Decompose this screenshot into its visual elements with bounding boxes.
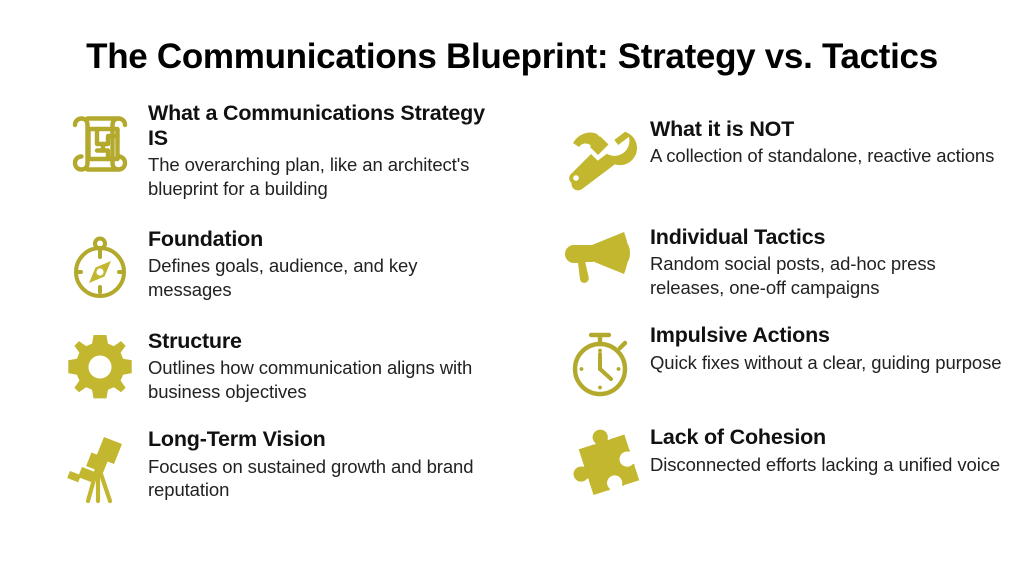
puzzle-piece-icon	[554, 425, 650, 503]
compass-icon	[52, 227, 148, 305]
item-description: Disconnected efforts lacking a unified v…	[650, 453, 1001, 475]
item-description: Focuses on sustained growth and brand re…	[148, 455, 474, 501]
list-item: Structure Outlines how communication ali…	[52, 329, 488, 404]
stopwatch-icon	[554, 323, 650, 401]
page-title: The Communications Blueprint: Strategy v…	[86, 37, 938, 76]
gear-icon	[52, 329, 148, 401]
item-texts: Foundation Defines goals, audience, and …	[148, 227, 488, 302]
list-item: Impulsive Actions Quick fixes without a …	[554, 323, 1006, 401]
item-description: Outlines how communication aligns with b…	[148, 356, 473, 402]
item-texts: Long-Term Vision Focuses on sustained gr…	[148, 427, 488, 502]
telescope-icon	[52, 427, 148, 507]
blueprint-icon	[52, 101, 148, 183]
item-description: A collection of standalone, reactive act…	[650, 144, 995, 166]
hammer-wrench-icon	[554, 117, 650, 199]
left-column: What a Communications Strategy IS The ov…	[0, 99, 512, 532]
item-description: The overarching plan, like an architect'…	[148, 154, 470, 199]
right-column: What it is NOT A collection of standalon…	[512, 115, 1024, 532]
item-texts: What a Communications Strategy IS The ov…	[148, 101, 488, 201]
megaphone-icon	[554, 225, 650, 295]
item-title: What it is NOT	[650, 116, 795, 141]
item-texts: What it is NOT A collection of standalon…	[650, 117, 1006, 168]
item-title: Lack of Cohesion	[650, 425, 826, 450]
item-title: What a Communications Strategy IS	[148, 100, 485, 150]
list-item: Long-Term Vision Focuses on sustained gr…	[52, 427, 488, 507]
item-title: Impulsive Actions	[650, 323, 830, 348]
list-item: Individual Tactics Random social posts, …	[554, 225, 1006, 300]
item-texts: Individual Tactics Random social posts, …	[650, 225, 1006, 300]
item-description: Random social posts, ad-hoc press releas…	[650, 252, 936, 298]
list-item: Foundation Defines goals, audience, and …	[52, 227, 488, 305]
item-title: Individual Tactics	[650, 224, 826, 249]
list-item: Lack of Cohesion Disconnected efforts la…	[554, 425, 1006, 503]
columns-container: What a Communications Strategy IS The ov…	[0, 77, 1024, 532]
item-title: Foundation	[148, 226, 264, 251]
item-title: Structure	[148, 328, 242, 353]
item-texts: Impulsive Actions Quick fixes without a …	[650, 323, 1006, 374]
item-texts: Lack of Cohesion Disconnected efforts la…	[650, 425, 1006, 476]
item-description: Quick fixes without a clear, guiding pur…	[650, 351, 1002, 373]
list-item: What a Communications Strategy IS The ov…	[52, 101, 488, 201]
item-title: Long-Term Vision	[148, 427, 326, 452]
item-description: Defines goals, audience, and key message…	[148, 254, 418, 300]
item-texts: Structure Outlines how communication ali…	[148, 329, 488, 404]
list-item: What it is NOT A collection of standalon…	[554, 117, 1006, 199]
